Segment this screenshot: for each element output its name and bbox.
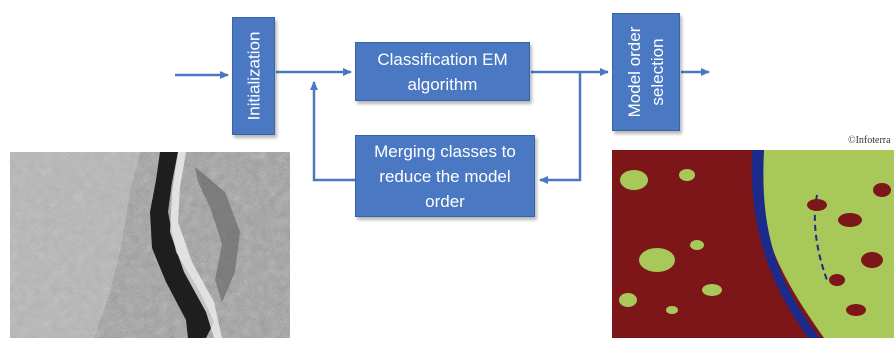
sar-input-image — [10, 152, 290, 338]
merge-label-line3: order — [425, 191, 465, 211]
initialization-box: Initialization — [232, 17, 275, 135]
merge-label-line2: reduce the model — [379, 166, 511, 186]
mos-label-line2: selection — [648, 38, 667, 106]
merge-feedback-arrow — [310, 81, 355, 182]
image-credit: ©Infoterra — [848, 135, 891, 146]
mos-label-line1: Model order — [625, 26, 644, 118]
initialization-label: Initialization — [244, 31, 263, 121]
classification-map-image — [612, 150, 894, 338]
model-order-selection-box: Model order selection — [612, 13, 680, 131]
em-label-line1: Classification EM — [377, 49, 508, 69]
classification-em-box: Classification EM algorithm — [355, 42, 530, 101]
merging-classes-box: Merging classes to reduce the model orde… — [355, 135, 535, 217]
em-to-merge-arrow — [539, 72, 582, 184]
merge-label-line1: Merging classes to — [374, 141, 516, 161]
em-label-line2: algorithm — [407, 74, 478, 94]
